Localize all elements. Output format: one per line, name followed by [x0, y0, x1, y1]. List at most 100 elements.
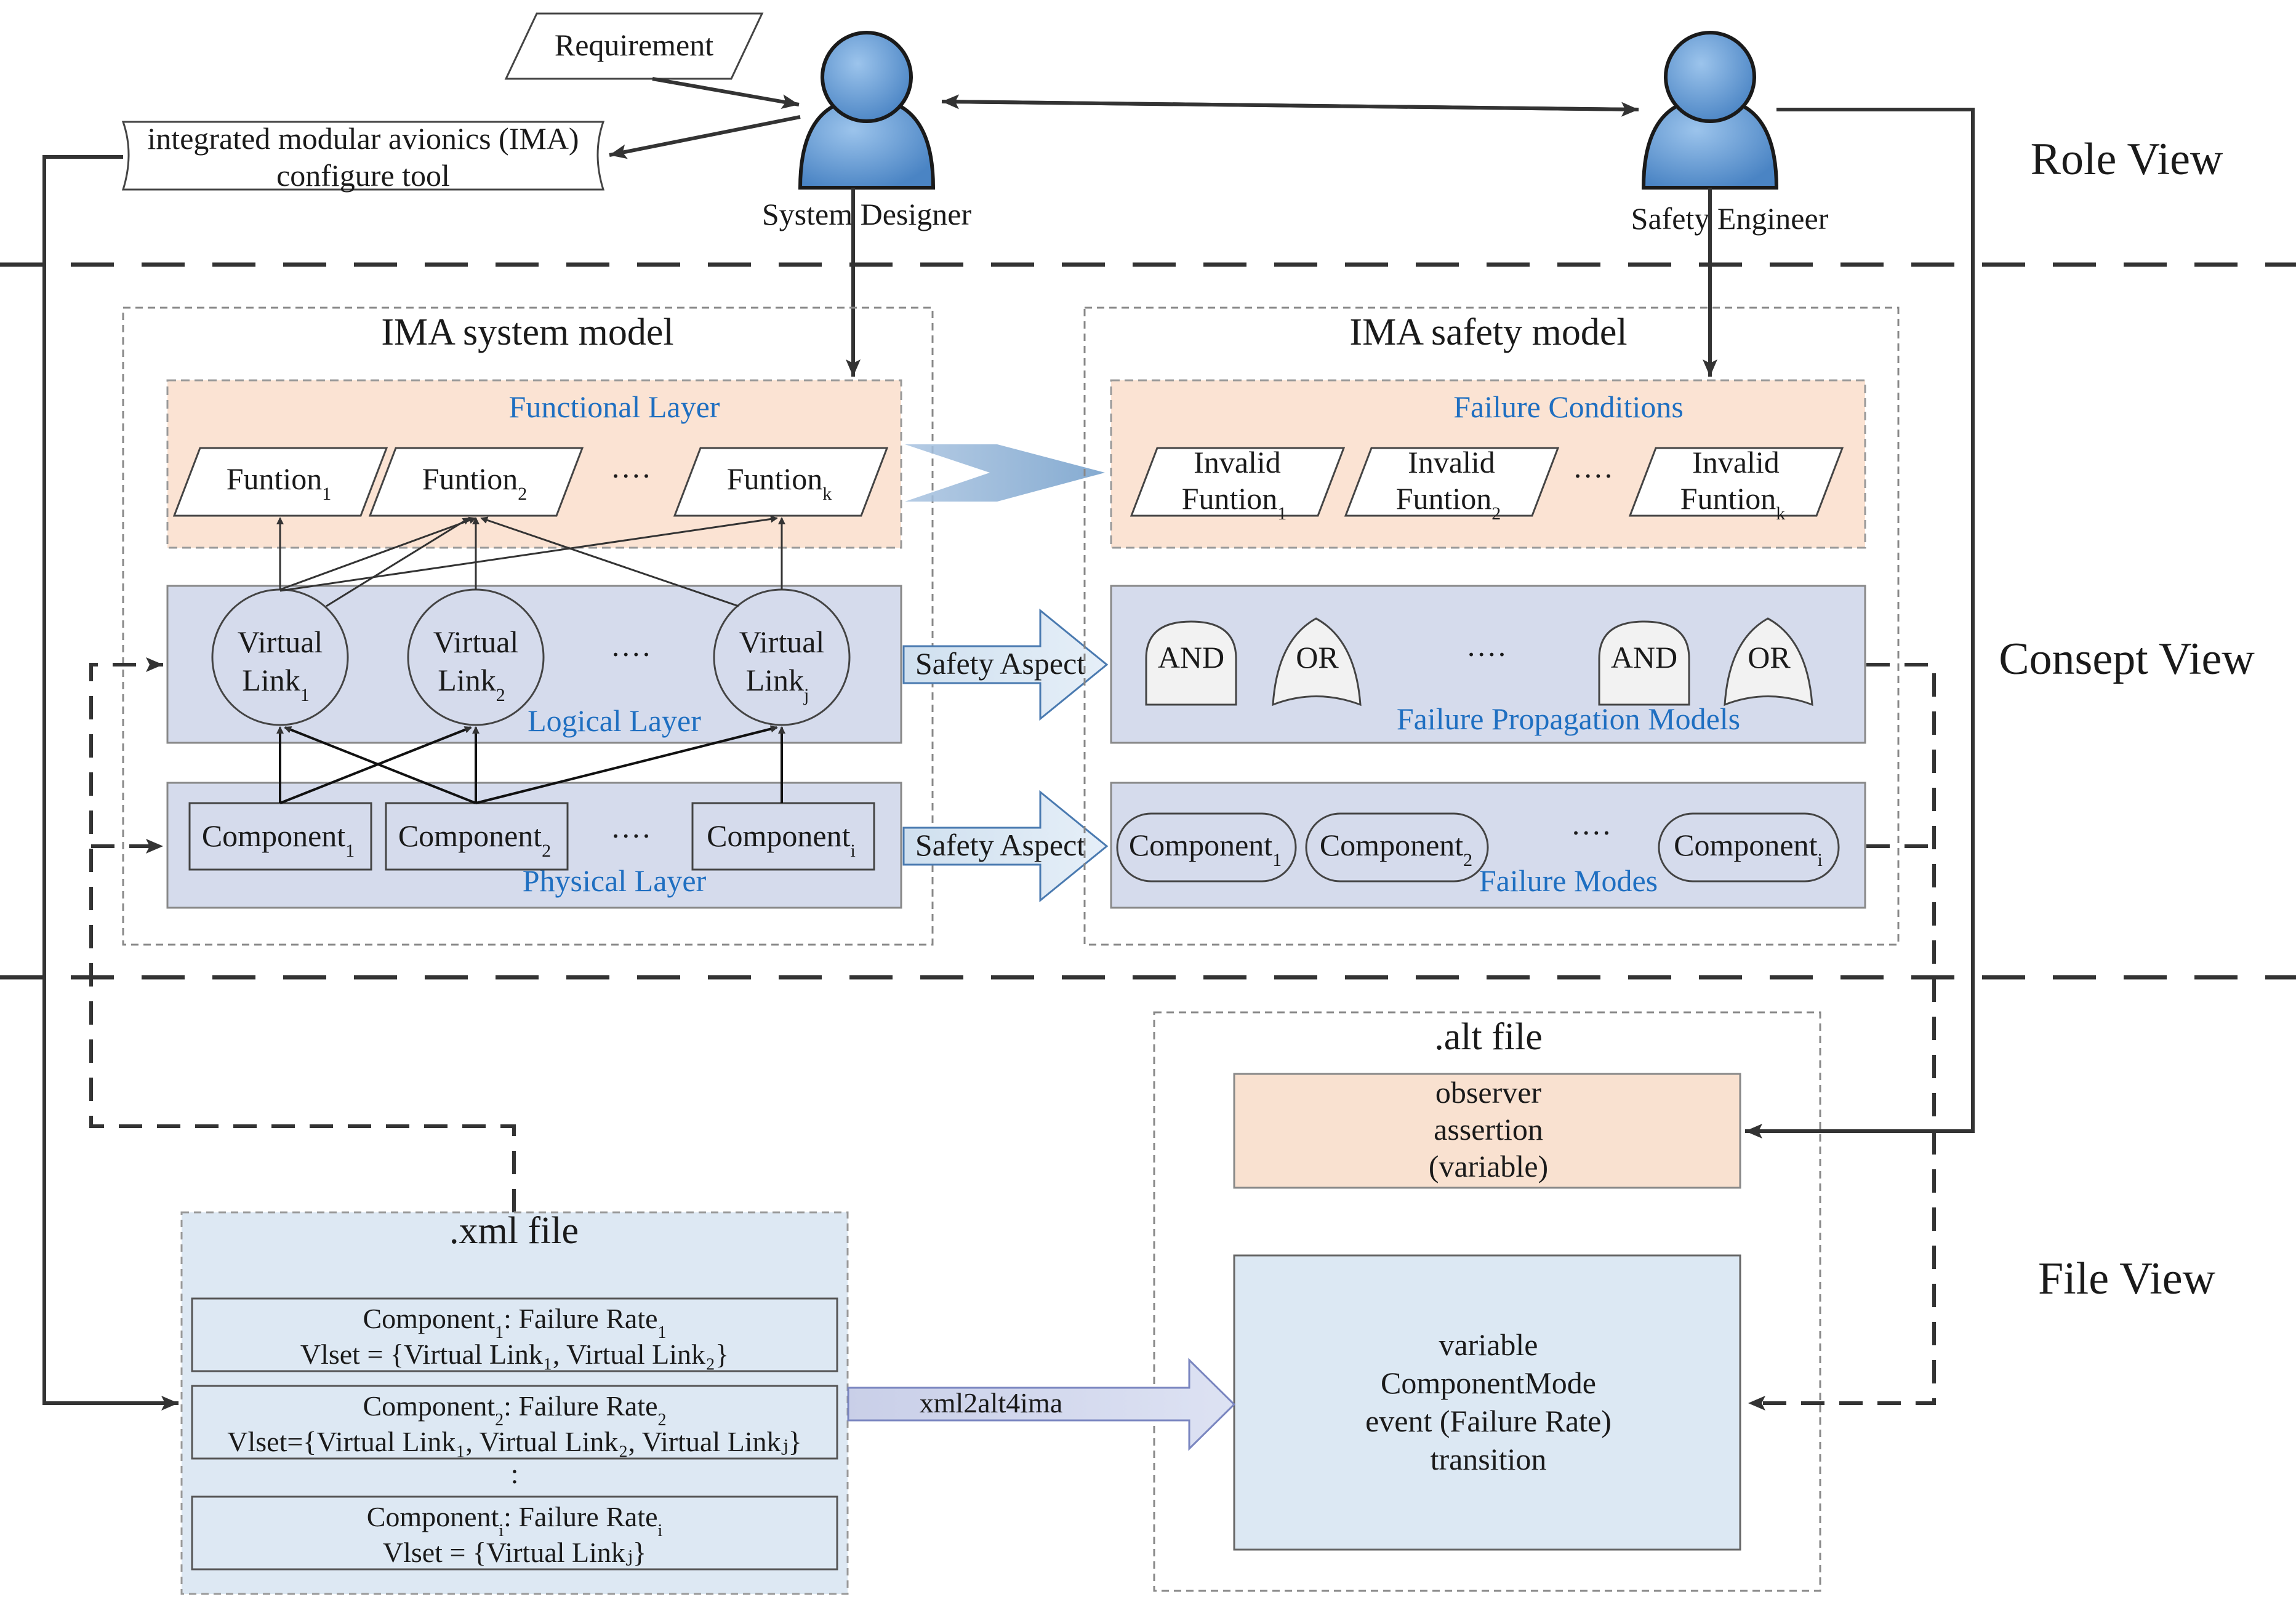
alt-model-box [1233, 1254, 1741, 1551]
ima-system-model: IMA system model Functional Layer Funtio… [122, 306, 934, 946]
svg-text:Safety Aspect: Safety Aspect [915, 646, 1085, 681]
alt-observer-box [1233, 1073, 1741, 1189]
svg-text:AND: AND [1611, 640, 1677, 674]
file-view-label: File View [2038, 1254, 2216, 1304]
svg-text:Funtionk: Funtionk [727, 462, 832, 504]
virtual-link-2: Virtual Link2 [407, 588, 545, 726]
system-designer-label: System Designer [762, 197, 972, 231]
safety-model-title: IMA safety model [1349, 311, 1627, 353]
svg-text:transition: transition [1431, 1442, 1547, 1476]
svg-text:Component2: Component2 [1320, 828, 1472, 870]
function-k: Funtionk [673, 447, 889, 517]
xml-file: .xml file Component1: Failure Rate1 Vlse… [180, 1210, 849, 1595]
system-model-title: IMA system model [381, 311, 673, 353]
converter-label: xml2alt4ima [920, 1387, 1063, 1419]
component-to-vl-arrows [276, 725, 785, 804]
svg-text:Componenti: Componenti [707, 819, 856, 861]
svg-text:Vlset={Virtual Link₁, Virtual: Vlset={Virtual Link₁, Virtual Link₂, Vir… [227, 1426, 802, 1457]
mapping-chevron [905, 444, 1105, 502]
svg-text:ComponentMode: ComponentMode [1381, 1366, 1596, 1400]
or-gate-2: OR [1724, 617, 1813, 706]
invalid-function-2: Invalid Funtion2 [1344, 445, 1560, 524]
requirement-node: Requirement [504, 12, 764, 80]
ima-tool-line2: configure tool [276, 158, 450, 193]
xml-vertical-ellipsis: : [511, 1458, 519, 1489]
safety-engineer-person-icon [1641, 31, 1779, 190]
svg-text:Component1: Component1 [202, 819, 355, 861]
functions-ellipsis: ···· [611, 458, 652, 493]
alt-file: .alt file observer assertion (variable) … [1153, 1011, 1821, 1592]
safety-engineer-label: Safety Engineer [1631, 201, 1829, 236]
component-1-failure-mode: Component1 [1116, 812, 1297, 883]
ima-safety-model: IMA safety model Failure Conditions Inva… [1083, 306, 1900, 946]
svg-text:observer: observer [1435, 1075, 1541, 1110]
svg-text:Funtion2: Funtion2 [422, 462, 528, 504]
svg-text:AND: AND [1158, 640, 1224, 674]
svg-text:Componenti: Failure Ratei: Componenti: Failure Ratei [367, 1501, 663, 1540]
svg-text:(variable): (variable) [1429, 1149, 1548, 1183]
virtual-link-1: Virtual Link1 [211, 588, 349, 726]
component-i-failure-mode: Componenti [1658, 812, 1840, 883]
alt-file-title: .alt file [1434, 1016, 1543, 1058]
invalid-function-k: Invalid Funtionk [1628, 445, 1844, 524]
role-view-label: Role View [2031, 134, 2223, 185]
component-i-physical: Componenti [691, 802, 875, 871]
svg-text:OR: OR [1748, 640, 1791, 674]
ima-configure-tool: integrated modular avionics (IMA) config… [121, 121, 605, 193]
and-gate-1: AND [1145, 620, 1237, 706]
svg-text:Component2: Failure Rate2: Component2: Failure Rate2 [363, 1390, 666, 1430]
concept-view-label: Consept View [1999, 634, 2255, 684]
failure-propagation-label: Failure Propagation Models [1397, 702, 1740, 736]
xml-entry-2 [191, 1385, 838, 1460]
invalid-function-1: Invalid Funtion1 [1130, 445, 1346, 524]
failure-modes-label: Failure Modes [1479, 863, 1658, 898]
svg-text:Link1: Link1 [242, 663, 309, 705]
virtual-link-j: Virtual Linkj [713, 588, 851, 726]
requirement-label: Requirement [555, 28, 713, 62]
safety-to-alt-dashed-arrows [1748, 663, 1936, 1411]
role-arrows [42, 77, 1975, 1411]
xml-entry-1 [191, 1297, 838, 1372]
svg-text:Component1: Component1 [1129, 828, 1282, 870]
xml-to-system-dashed-arrows [89, 657, 516, 1212]
failure-conditions-label: Failure Conditions [1453, 390, 1684, 424]
svg-text:Componenti: Componenti [1674, 828, 1823, 870]
vl-to-function-arrows [276, 515, 785, 607]
svg-text:Funtion2: Funtion2 [1396, 481, 1501, 524]
svg-text:Funtionk: Funtionk [1680, 481, 1786, 524]
virtual-links-ellipsis: ···· [611, 637, 652, 671]
svg-text:Linkj: Linkj [746, 663, 809, 705]
failure-modes-ellipsis: ···· [1571, 815, 1612, 850]
svg-text:Virtual: Virtual [433, 625, 519, 659]
svg-text:Component2: Component2 [398, 819, 551, 861]
component-2-physical: Component2 [385, 802, 569, 871]
gates-ellipsis: ···· [1466, 637, 1507, 671]
logical-layer-label: Logical Layer [528, 703, 701, 738]
svg-text:Vlset = {Virtual Linkⱼ}: Vlset = {Virtual Linkⱼ} [383, 1537, 646, 1568]
xml-file-title: .xml file [449, 1210, 579, 1252]
svg-text:Invalid: Invalid [1692, 445, 1780, 479]
function-2: Funtion2 [368, 447, 584, 517]
xml-entry-3 [191, 1495, 838, 1571]
svg-text:assertion: assertion [1434, 1112, 1543, 1147]
components-ellipsis: ···· [611, 819, 652, 853]
safety-aspect-arrow-physical: Safety Aspect [902, 790, 1109, 903]
invalid-functions-ellipsis: ···· [1573, 458, 1614, 493]
svg-text:Component1: Failure Rate1: Component1: Failure Rate1 [363, 1303, 666, 1342]
svg-text:Invalid: Invalid [1408, 445, 1495, 479]
or-gate-1: OR [1272, 617, 1362, 706]
svg-text:Vlset = {Virtual Link₁, Virtua: Vlset = {Virtual Link₁, Virtual Link₂} [300, 1339, 729, 1370]
component-1-physical: Component1 [188, 802, 372, 871]
component-2-failure-mode: Component2 [1305, 812, 1489, 883]
svg-text:Invalid: Invalid [1194, 445, 1281, 479]
svg-text:variable: variable [1439, 1327, 1538, 1362]
svg-text:Safety Aspect: Safety Aspect [915, 828, 1085, 862]
and-gate-2: AND [1598, 620, 1690, 706]
svg-text:Funtion1: Funtion1 [227, 462, 332, 504]
svg-text:event (Failure Rate): event (Failure Rate) [1365, 1404, 1612, 1438]
function-1: Funtion1 [172, 447, 388, 517]
svg-text:Virtual: Virtual [739, 625, 825, 659]
svg-text:Virtual: Virtual [238, 625, 323, 659]
functional-layer-label: Functional Layer [509, 390, 720, 424]
system-designer-person-icon [798, 31, 936, 190]
